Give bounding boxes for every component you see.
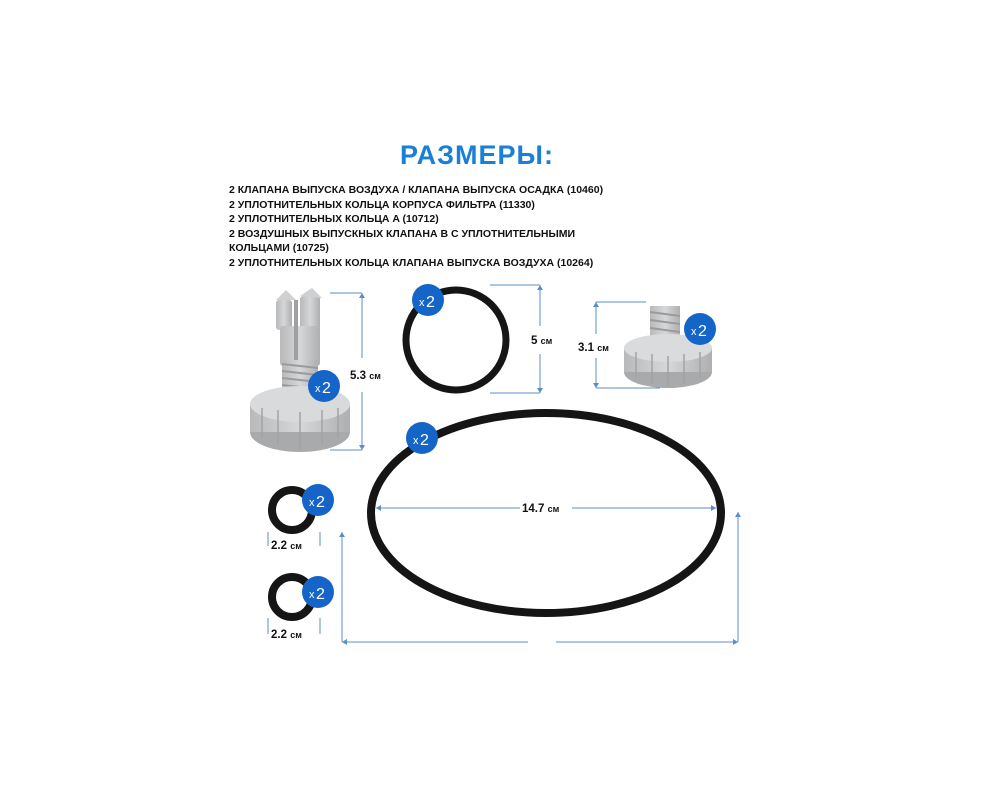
svg-text:2: 2 [426,294,435,311]
description-line: 2 уплотнительных кольца корпуса фильтра … [229,198,535,211]
quantity-badge: x 2 [302,484,334,516]
svg-text:2: 2 [322,380,331,397]
quantity-badge: x 2 [684,313,716,345]
description-line: 2 воздушных выпускных клапана B с уплотн… [229,227,576,240]
small-valve-image [624,306,712,388]
svg-text:2: 2 [698,323,707,340]
dimension-label-oring-1: 2.2 см [271,540,302,552]
quantity-badge: x 2 [412,284,444,316]
svg-text:x: x [309,497,315,509]
filter-housing-oring-image [367,409,725,617]
description-line: 2 клапана выпуска воздуха / клапана выпу… [229,184,604,196]
quantity-badge: x 2 [406,422,438,454]
svg-text:x: x [419,297,425,309]
svg-text:2: 2 [316,586,325,603]
large-valve-image [250,288,350,452]
svg-text:x: x [413,435,419,447]
dimension-label-valve-large: 5.3 см [350,370,381,382]
dimension-label-ring-large: 14.7 см [522,503,560,515]
quantity-badge: x 2 [302,576,334,608]
filter-oring-small-image [402,286,510,394]
dimension-label-ring-top: 5 см [531,335,553,347]
description-line: 2 уплотнительных кольца клапана выпуска … [229,256,594,269]
quantity-badge: x 2 [308,370,340,402]
dimension-label-oring-2: 2.2 см [271,629,302,641]
description-line: 2 уплотнительных кольца A (10712) [229,213,439,225]
dimension-label-valve-small: 3.1 см [578,342,609,354]
svg-text:2: 2 [420,432,429,449]
svg-text:x: x [315,383,321,395]
description-line: кольцами (10725) [229,242,329,254]
page-title: РАЗМЕРЫ: [400,140,554,170]
svg-text:x: x [691,326,697,338]
svg-text:2: 2 [316,494,325,511]
parts-description: 2 клапана выпуска воздуха / клапана выпу… [229,183,649,270]
svg-text:x: x [309,589,315,601]
